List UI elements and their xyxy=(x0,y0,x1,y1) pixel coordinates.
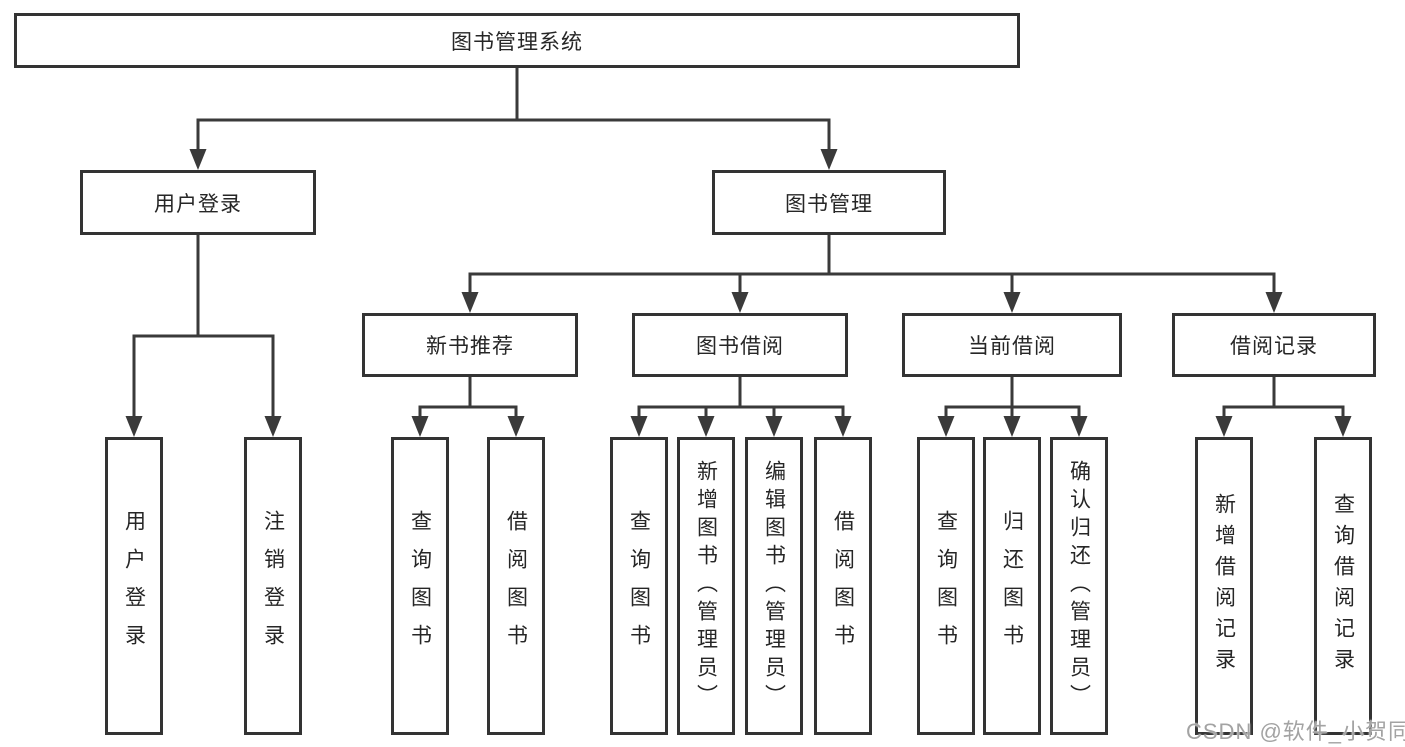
node-root-label: 图书管理系统 xyxy=(451,30,583,54)
node-user-login: 用户登录 xyxy=(80,170,316,235)
leaf-edit-book-admin-label: 编辑图书（管理员） xyxy=(762,460,786,712)
leaf-user-login-label: 用户登录 xyxy=(122,510,146,662)
leaf-borrow-book-label: 借阅图书 xyxy=(831,510,855,662)
leaf-logout-label: 注销登录 xyxy=(261,510,285,662)
leaf-add-borrow-record-label: 新增借阅记录 xyxy=(1212,493,1236,679)
leaf-confirm-return-admin: 确认归还（管理员） xyxy=(1050,437,1108,735)
node-borrow-record: 借阅记录 xyxy=(1172,313,1376,377)
node-book-mgmt: 图书管理 xyxy=(712,170,946,235)
leaf-search-borrow-record-label: 查询借阅记录 xyxy=(1331,493,1355,679)
leaf-search-book-current-label: 查询图书 xyxy=(934,510,958,662)
node-borrow-record-label: 借阅记录 xyxy=(1230,335,1318,358)
leaf-search-book-rec-label: 查询图书 xyxy=(408,510,432,662)
node-user-login-label: 用户登录 xyxy=(154,192,242,216)
node-new-book-rec: 新书推荐 xyxy=(362,313,578,377)
leaf-return-book-label: 归还图书 xyxy=(1000,510,1024,662)
leaf-borrow-book-rec: 借阅图书 xyxy=(487,437,545,735)
leaf-logout: 注销登录 xyxy=(244,437,302,735)
node-root: 图书管理系统 xyxy=(14,13,1020,68)
leaf-search-book-borrow-label: 查询图书 xyxy=(627,510,651,662)
leaf-return-book: 归还图书 xyxy=(983,437,1041,735)
leaf-borrow-book: 借阅图书 xyxy=(814,437,872,735)
leaf-search-book-borrow: 查询图书 xyxy=(610,437,668,735)
leaf-search-book-current: 查询图书 xyxy=(917,437,975,735)
leaf-add-borrow-record: 新增借阅记录 xyxy=(1195,437,1253,735)
node-book-borrow-label: 图书借阅 xyxy=(696,335,784,358)
node-book-mgmt-label: 图书管理 xyxy=(785,192,873,216)
leaf-search-borrow-record: 查询借阅记录 xyxy=(1314,437,1372,735)
node-current-borrow-label: 当前借阅 xyxy=(968,335,1056,358)
node-book-borrow: 图书借阅 xyxy=(632,313,848,377)
leaf-search-book-rec: 查询图书 xyxy=(391,437,449,735)
leaf-add-book-admin: 新增图书（管理员） xyxy=(677,437,735,735)
leaf-borrow-book-rec-label: 借阅图书 xyxy=(504,510,528,662)
node-new-book-rec-label: 新书推荐 xyxy=(426,335,514,358)
leaf-user-login: 用户登录 xyxy=(105,437,163,735)
leaf-edit-book-admin: 编辑图书（管理员） xyxy=(745,437,803,735)
leaf-confirm-return-admin-label: 确认归还（管理员） xyxy=(1067,460,1091,712)
node-current-borrow: 当前借阅 xyxy=(902,313,1122,377)
csdn-watermark: CSDN @软件_小贺同学 xyxy=(1186,719,1405,744)
leaf-add-book-admin-label: 新增图书（管理员） xyxy=(694,460,718,712)
